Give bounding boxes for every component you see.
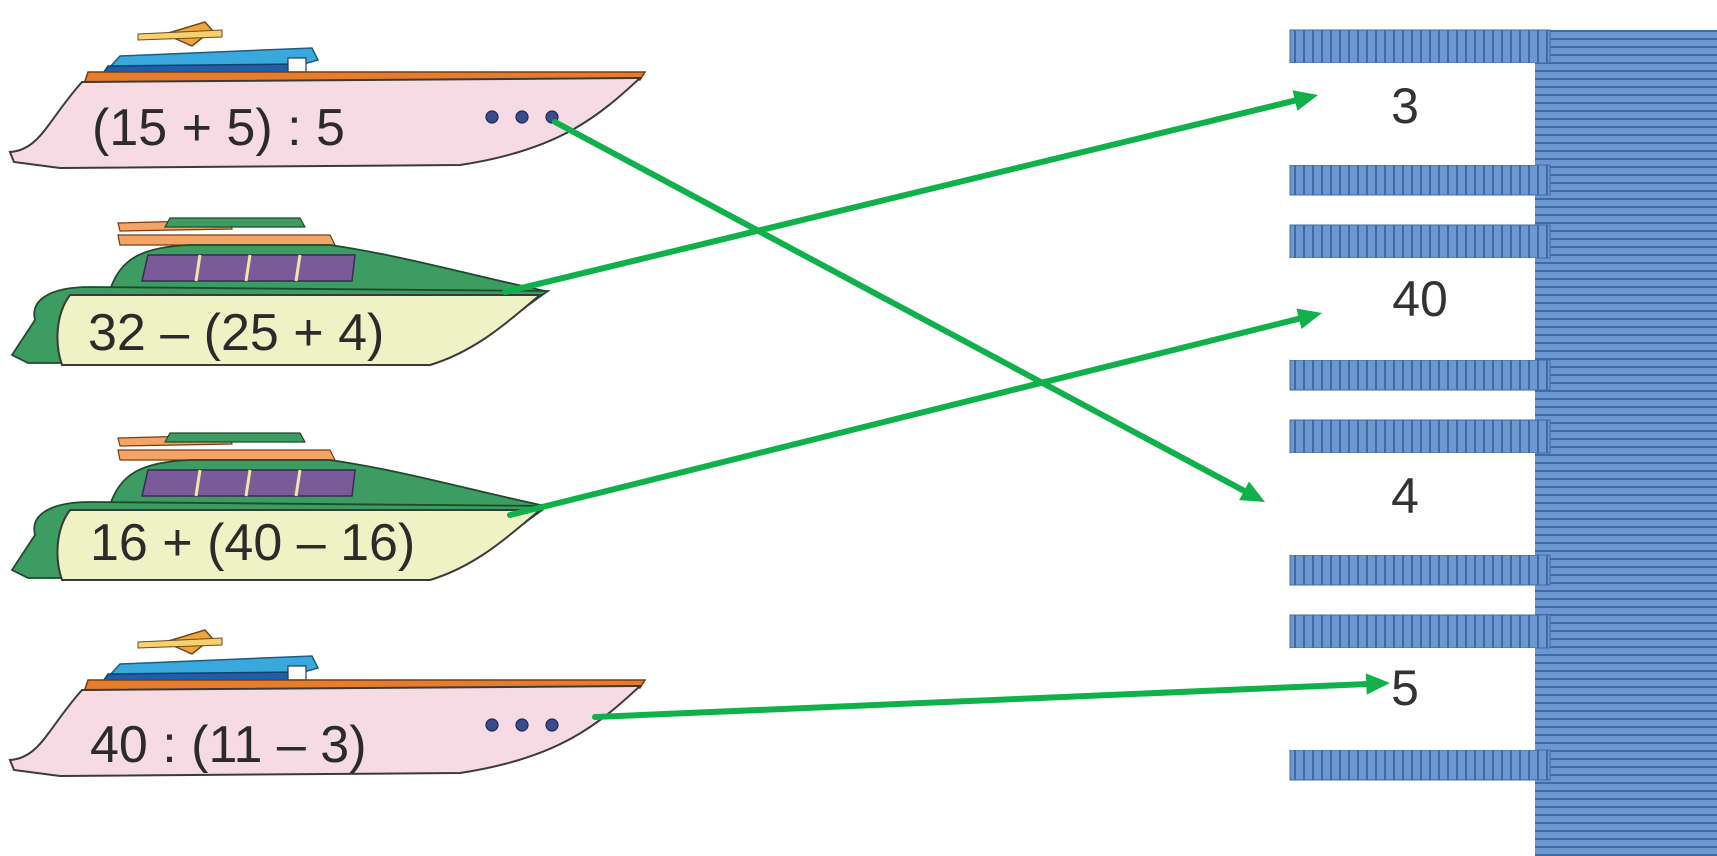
- arrows-group: [502, 90, 1390, 720]
- dock-number: 4: [1391, 468, 1419, 524]
- arrow-icon: [1292, 90, 1318, 111]
- dock-pier-top: [1289, 224, 1551, 259]
- dock-berth-area: [1290, 258, 1535, 360]
- spoiler-bottom: [117, 449, 336, 461]
- dock-pier-top: [1289, 614, 1551, 649]
- dock-pier-bottom: [1289, 164, 1551, 196]
- roof-fin: [163, 217, 307, 228]
- boat-4: 40 : (11 – 3): [8, 629, 647, 778]
- dock-pier-bottom: [1289, 359, 1551, 391]
- porthole: [515, 110, 529, 124]
- dock-number: 5: [1391, 660, 1419, 716]
- dock-pier-bottom: [1289, 554, 1551, 586]
- arrow-line: [502, 96, 1303, 295]
- match-arrow-2: [502, 90, 1318, 295]
- dock-berth-area: [1290, 648, 1535, 750]
- boat-expression: 16 + (40 – 16): [90, 514, 415, 572]
- boat-expression: 32 – (25 + 4): [88, 304, 384, 362]
- match-arrow-4: [592, 673, 1390, 720]
- yacht-cabin-top: [108, 655, 320, 676]
- porthole: [515, 718, 529, 732]
- dock-number: 40: [1392, 271, 1448, 327]
- spoiler-bottom: [117, 234, 336, 246]
- match-arrow-3: [507, 308, 1322, 518]
- boat-expression: (15 + 5) : 5: [92, 99, 345, 157]
- arrow-line: [507, 314, 1307, 518]
- yacht-rail: [137, 637, 223, 649]
- boats-group: (15 + 5) : 5 32 – (25 + 4) 16 + (40 – 16) 4…: [8, 21, 647, 778]
- boat-expression: 40 : (11 – 3): [90, 716, 367, 774]
- dock-post: [1535, 30, 1717, 856]
- dock-berth-4: 5: [1289, 614, 1551, 781]
- porthole: [485, 110, 499, 124]
- yacht-cabin-top: [108, 47, 320, 68]
- dock-berth-area: [1290, 63, 1535, 165]
- yacht-window: [287, 57, 307, 73]
- window-divider: [294, 469, 302, 497]
- arrow-line: [592, 680, 1374, 720]
- yacht-window: [287, 665, 307, 681]
- boat-3: 16 + (40 – 16): [10, 432, 551, 581]
- arrow-line: [552, 119, 1251, 496]
- porthole: [545, 718, 559, 732]
- arrow-icon: [1239, 481, 1265, 502]
- dock-pier-top: [1289, 419, 1551, 454]
- porthole: [485, 718, 499, 732]
- speedboat-hull: [56, 294, 543, 366]
- roof-fin: [163, 432, 307, 443]
- dock-pier-bottom: [1289, 749, 1551, 781]
- dock-number: 3: [1391, 78, 1419, 134]
- speedboat-hull: [56, 509, 543, 581]
- dock-berth-area: [1290, 453, 1535, 555]
- dock-berth-2: 40: [1289, 224, 1551, 391]
- arrow-icon: [1365, 673, 1390, 695]
- yacht-rail: [137, 29, 223, 41]
- window-divider: [244, 254, 252, 282]
- yacht-hull: [8, 684, 643, 778]
- window-divider: [194, 469, 202, 497]
- dock-pier-top: [1289, 29, 1551, 64]
- window-divider: [244, 469, 252, 497]
- yacht-hull: [8, 76, 643, 170]
- docks-group: 3 40 4 5: [1289, 29, 1717, 856]
- arrow-icon: [1296, 308, 1322, 330]
- match-arrow-1: [552, 119, 1265, 502]
- window-divider: [294, 254, 302, 282]
- window-divider: [194, 254, 202, 282]
- boat-1: (15 + 5) : 5: [8, 21, 647, 170]
- dock-berth-3: 4: [1289, 419, 1551, 586]
- dock-berth-1: 3: [1289, 29, 1551, 196]
- boat-2: 32 – (25 + 4): [10, 217, 551, 366]
